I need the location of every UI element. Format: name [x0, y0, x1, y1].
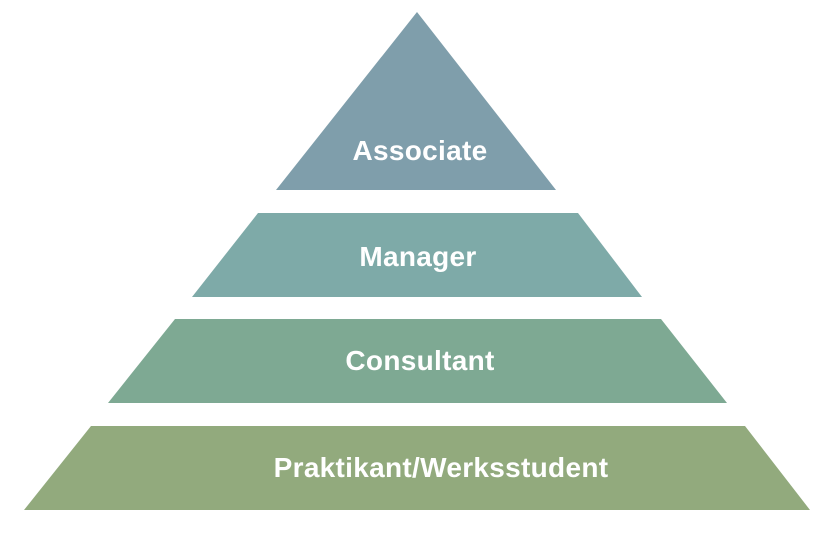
tier-manager-shape	[192, 213, 642, 297]
tier-associate: Associate	[276, 12, 556, 190]
tier-consultant-label: Consultant	[345, 345, 494, 376]
tier-manager: Manager	[192, 213, 642, 297]
tier-manager-label: Manager	[359, 241, 476, 272]
tier-praktikant-werksstudent-shape	[24, 426, 810, 510]
tier-associate-label: Associate	[353, 135, 488, 166]
tier-consultant: Consultant	[108, 319, 727, 403]
tier-praktikant-werksstudent: Praktikant/Werksstudent	[24, 426, 810, 510]
tier-associate-shape	[276, 12, 556, 190]
tier-consultant-shape	[108, 319, 727, 403]
tier-praktikant-werksstudent-label: Praktikant/Werksstudent	[274, 452, 609, 483]
